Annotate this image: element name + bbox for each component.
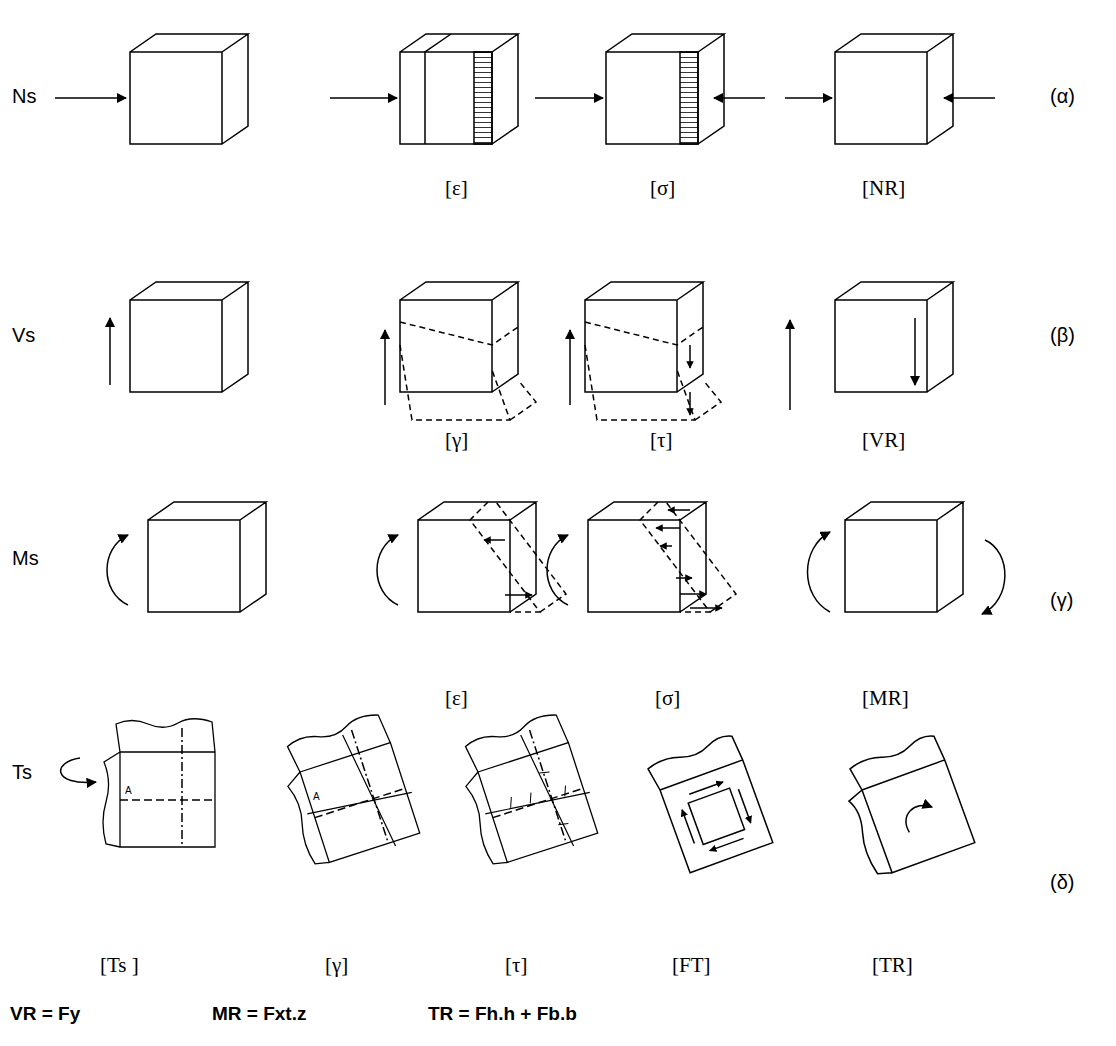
shear-deformation (400, 322, 536, 420)
strain-arrow (484, 539, 505, 541)
stress-arrow (668, 509, 690, 511)
cube (588, 502, 706, 612)
stress-arrow (690, 607, 722, 609)
stress-band (680, 52, 698, 144)
stress-arrow (689, 345, 691, 368)
force-arrow (944, 97, 995, 99)
quantity-label: [τ] (505, 955, 527, 976)
axial-row (55, 34, 995, 144)
cube (845, 502, 963, 612)
force-arrow (535, 97, 603, 99)
shear-deformation (585, 322, 721, 420)
shaft-section (836, 733, 975, 879)
force-arrow (384, 330, 386, 405)
row-marker: (β) (1050, 325, 1075, 345)
load-symbol: Ns (12, 86, 36, 106)
load-symbol: Ts (12, 762, 32, 782)
strain-line (425, 34, 451, 144)
force-arrow (330, 97, 397, 99)
quantity-label: [ε] (445, 688, 468, 709)
quantity-label: [ε] (445, 178, 468, 199)
bending-row (107, 502, 1005, 614)
force-arrow (55, 97, 126, 99)
torsion-row (61, 709, 975, 878)
force-arrow (109, 318, 111, 385)
cube (130, 34, 248, 144)
moment-arrow (808, 532, 831, 612)
quantity-label: [TR] (872, 955, 913, 976)
quantity-label: [FT] (672, 955, 711, 976)
shaft-element (274, 709, 426, 872)
stress-arrow (660, 545, 672, 547)
shaft-element (452, 709, 604, 872)
quantity-label: [γ] (325, 955, 348, 976)
cube (130, 282, 248, 392)
moment-arrow (982, 540, 1005, 614)
quantity-label: [Ts ] (100, 955, 139, 976)
moment-arrow (547, 535, 568, 605)
row-marker: (γ) (1050, 590, 1073, 610)
stress-arrow (680, 593, 706, 595)
cube (400, 34, 518, 144)
quantity-label: [MR] (862, 688, 909, 709)
force-arrow (789, 320, 791, 410)
cube (835, 34, 953, 144)
stress-arrow (676, 577, 692, 579)
row-marker: (α) (1050, 86, 1075, 106)
stress-arrow (656, 527, 680, 529)
quantity-label: [NR] (862, 178, 905, 199)
cube (835, 282, 953, 392)
row-marker: (δ) (1050, 872, 1074, 892)
moment-arrow (107, 535, 128, 605)
quantity-label: [γ] (445, 430, 468, 451)
moment-arrow (377, 535, 398, 605)
force-arrow (714, 97, 765, 99)
quantity-label: [σ] (650, 178, 675, 199)
quantity-label: [τ] (650, 430, 672, 451)
cube (418, 502, 536, 612)
stress-profile (640, 502, 736, 612)
formula: MR = Fxt.z (212, 1004, 306, 1023)
shaft-section (646, 733, 772, 874)
strain-arrow (505, 594, 532, 596)
point-label: A (124, 786, 133, 796)
force-arrow (914, 318, 916, 385)
shear-row (110, 282, 953, 420)
point-label: A (312, 792, 321, 802)
cube (148, 502, 266, 612)
force-arrow (569, 330, 571, 405)
torque-arrow (61, 758, 96, 782)
stress-arrow (689, 392, 691, 415)
force-arrow (785, 97, 832, 99)
load-symbol: Ms (12, 548, 39, 568)
strain-profile (470, 502, 566, 612)
shaft-element (103, 719, 215, 847)
quantity-label: [σ] (655, 688, 680, 709)
cube (606, 34, 724, 144)
quantity-label: [VR] (862, 430, 905, 451)
strain-band (474, 52, 492, 144)
formula: TR = Fh.h + Fb.b (428, 1004, 577, 1023)
formula: VR = Fy (10, 1004, 80, 1023)
load-symbol: Vs (12, 325, 35, 345)
